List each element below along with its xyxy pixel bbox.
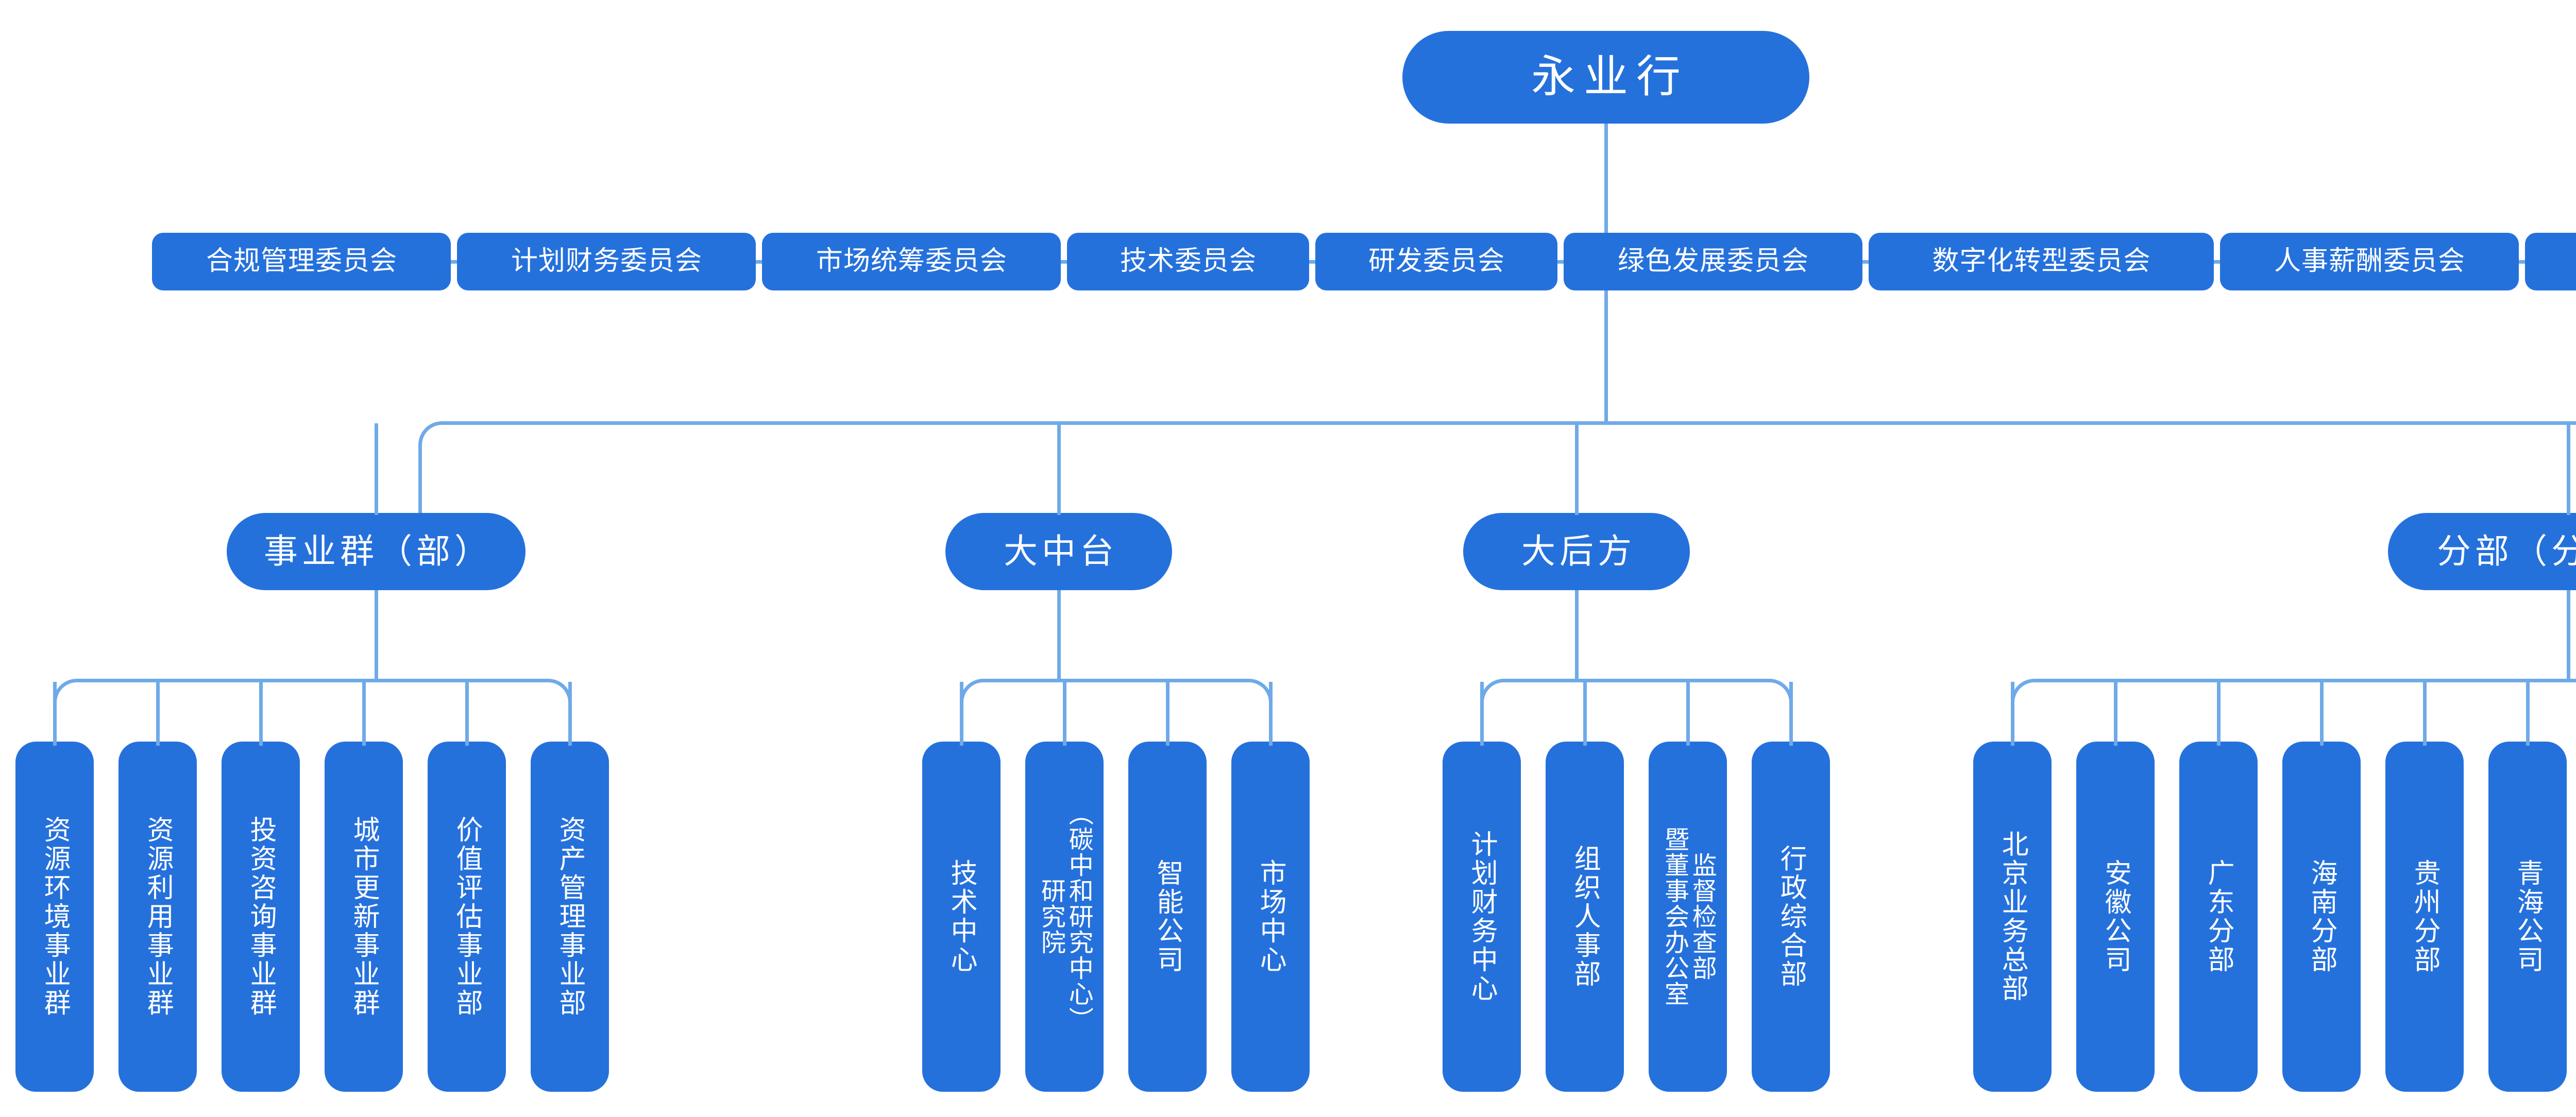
committee-node-2[interactable]: 市场统筹委员会 [762, 233, 1061, 290]
leaf-node-3-5[interactable]: 青海公司 [2488, 742, 2567, 1092]
connector-bus-to-leaf-3-0 [2011, 682, 2014, 746]
connector-leaf-bus-1 [960, 679, 1273, 742]
connector-leaf-bus-0 [53, 679, 572, 742]
leaf-node-2-1[interactable]: 组织人事部 [1546, 742, 1624, 1092]
leaf-node-1-2[interactable]: 智能公司 [1128, 742, 1207, 1092]
connector-bus-to-group-3 [2567, 423, 2570, 515]
connector-committee-link-5 [1862, 260, 1869, 264]
connector-bus-to-leaf-1-3 [1269, 682, 1273, 746]
committee-node-4[interactable]: 研发委员会 [1315, 233, 1557, 290]
connector-committee-link-3 [1309, 260, 1315, 264]
connector-root-to-groups-stem [1604, 290, 1608, 424]
connector-bus-to-group-1 [1057, 423, 1061, 515]
connector-group-stem-1 [1057, 590, 1061, 682]
leaf-node-3-2[interactable]: 广东分部 [2179, 742, 2258, 1092]
connector-leaf-bus-3 [2011, 679, 2576, 742]
connector-bus-to-leaf-1-2 [1166, 682, 1170, 746]
leaf-node-1-1[interactable]: 研究院（碳中和研究中心） [1025, 742, 1104, 1092]
connector-bus-to-leaf-3-2 [2217, 682, 2221, 746]
connector-bus-to-leaf-0-1 [156, 682, 160, 746]
leaf-node-3-3[interactable]: 海南分部 [2282, 742, 2361, 1092]
connector-leaf-bus-2 [1480, 679, 1793, 742]
leaf-node-3-4[interactable]: 贵州分部 [2385, 742, 2464, 1092]
connector-root-stem [1604, 124, 1608, 263]
connector-committee-link-2 [1061, 260, 1067, 264]
connector-group-bus [418, 421, 2576, 514]
connector-group-stem-3 [2567, 590, 2570, 682]
leaf-node-3-1[interactable]: 安徽公司 [2076, 742, 2155, 1092]
connector-bus-to-leaf-0-2 [259, 682, 263, 746]
connector-committee-link-1 [756, 260, 762, 264]
connector-bus-to-leaf-0-3 [362, 682, 366, 746]
leaf-node-0-2[interactable]: 投资咨询事业群 [222, 742, 300, 1092]
leaf-node-0-3[interactable]: 城市更新事业群 [325, 742, 403, 1092]
group-node-3[interactable]: 分部（分公司） [2388, 513, 2576, 590]
connector-bus-to-group-0 [375, 423, 378, 515]
leaf-label-col-right: 监督检查部 [1688, 852, 1716, 981]
connector-bus-to-leaf-2-2 [1686, 682, 1690, 746]
leaf-label-col-left: 研究院 [1037, 878, 1064, 955]
leaf-node-1-0[interactable]: 技术中心 [922, 742, 1001, 1092]
committee-node-1[interactable]: 计划财务委员会 [457, 233, 756, 290]
connector-group-stem-0 [375, 590, 378, 682]
connector-bus-to-leaf-2-3 [1789, 682, 1793, 746]
connector-bus-to-leaf-0-0 [53, 682, 57, 746]
leaf-node-0-5[interactable]: 资产管理事业部 [531, 742, 609, 1092]
connector-bus-to-leaf-2-1 [1583, 682, 1587, 746]
connector-bus-to-group-2 [1575, 423, 1579, 515]
leaf-label-col-left: 暨董事会办公室 [1660, 827, 1688, 1007]
connector-bus-to-leaf-3-3 [2320, 682, 2324, 746]
connector-committee-link-4 [1557, 260, 1564, 264]
connector-committee-link-0 [451, 260, 457, 264]
leaf-node-0-4[interactable]: 价值评估事业部 [428, 742, 506, 1092]
leaf-label-col-right: （碳中和研究中心） [1064, 801, 1092, 1033]
leaf-node-0-1[interactable]: 资源利用事业群 [118, 742, 197, 1092]
leaf-node-0-0[interactable]: 资源环境事业群 [15, 742, 94, 1092]
committee-node-8[interactable]: 综合品牌委员会 [2525, 233, 2576, 290]
connector-bus-to-leaf-1-0 [960, 682, 963, 746]
connector-committee-link-7 [2519, 260, 2525, 264]
committee-node-6[interactable]: 数字化转型委员会 [1869, 233, 2214, 290]
connector-group-stem-2 [1575, 590, 1579, 682]
group-node-2[interactable]: 大后方 [1463, 513, 1690, 590]
leaf-node-2-3[interactable]: 行政综合部 [1752, 742, 1830, 1092]
committee-node-0[interactable]: 合规管理委员会 [152, 233, 451, 290]
leaf-node-1-3[interactable]: 市场中心 [1231, 742, 1310, 1092]
leaf-node-2-2[interactable]: 暨董事会办公室监督检查部 [1649, 742, 1727, 1092]
connector-bus-to-leaf-3-1 [2114, 682, 2117, 746]
connector-committee-link-6 [2214, 260, 2220, 264]
root-node-yongyehang[interactable]: 永业行 [1402, 31, 1809, 124]
connector-bus-to-leaf-1-1 [1063, 682, 1066, 746]
leaf-node-3-0[interactable]: 北京业务总部 [1973, 742, 2052, 1092]
connector-bus-to-leaf-0-5 [568, 682, 572, 746]
leaf-node-2-0[interactable]: 计划财务中心 [1443, 742, 1521, 1092]
group-node-1[interactable]: 大中台 [945, 513, 1172, 590]
connector-bus-to-leaf-3-5 [2526, 682, 2530, 746]
connector-bus-to-leaf-0-4 [465, 682, 469, 746]
connector-bus-to-leaf-3-4 [2423, 682, 2427, 746]
committee-node-5[interactable]: 绿色发展委员会 [1564, 233, 1862, 290]
group-node-0[interactable]: 事业群（部） [227, 513, 526, 590]
committee-node-3[interactable]: 技术委员会 [1067, 233, 1309, 290]
committee-node-7[interactable]: 人事薪酬委员会 [2220, 233, 2519, 290]
connector-bus-to-leaf-2-0 [1480, 682, 1484, 746]
